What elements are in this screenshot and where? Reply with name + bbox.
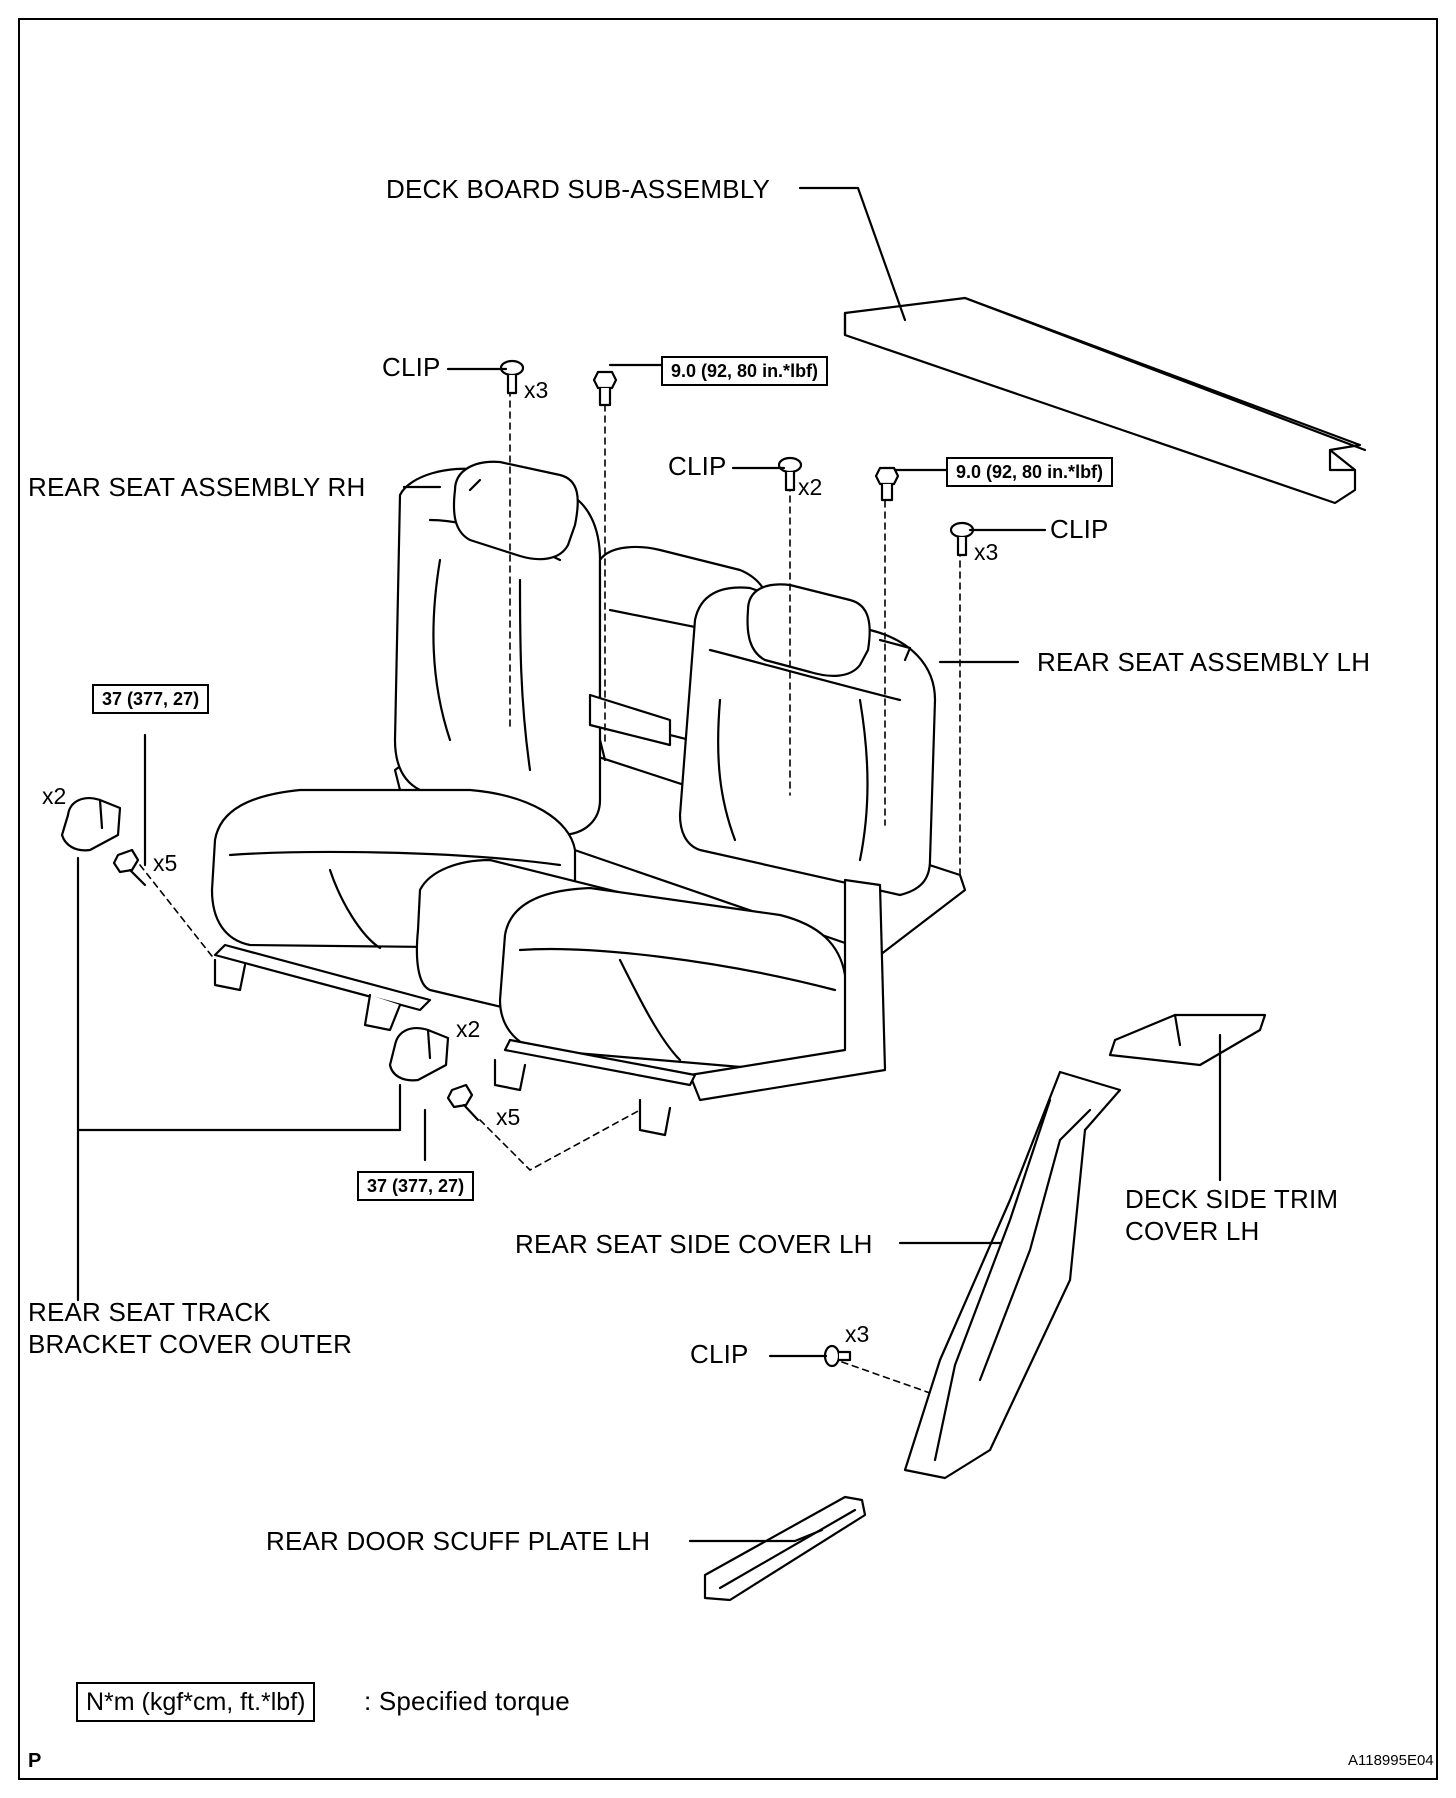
deck-side-trim-label: DECK SIDE TRIM COVER LH (1125, 1183, 1338, 1247)
rear-seat-lh-label: REAR SEAT ASSEMBLY LH (1037, 647, 1371, 677)
deck-side-trim-label-line1: DECK SIDE TRIM (1125, 1184, 1339, 1214)
corner-mark-left: P (28, 1750, 42, 1772)
torque-box-top-2: 9.0 (92, 80 in.*lbf) (946, 457, 1114, 487)
torque-box-track-2: 37 (377, 27) (357, 1171, 475, 1201)
track-cover-label: REAR SEAT TRACK BRACKET COVER OUTER (28, 1296, 352, 1360)
torque-box-track-1: 37 (377, 27) (92, 684, 210, 714)
deck-board-part (843, 296, 1367, 505)
cover-qty-1: x2 (42, 783, 67, 809)
clip-qty-1: x3 (524, 377, 549, 403)
track-bracket-cover-parts (60, 797, 450, 1082)
clip-qty-2: x2 (798, 474, 823, 500)
scuff-plate-label: REAR DOOR SCUFF PLATE LH (266, 1526, 651, 1556)
fastener-guide-lines (139, 389, 961, 1401)
bolt-fastener-icons (112, 370, 900, 1122)
diagram-frame (18, 18, 1438, 1780)
clip-qty-4: x3 (845, 1321, 870, 1347)
side-cover-label: REAR SEAT SIDE COVER LH (515, 1229, 873, 1259)
clip-label-2: CLIP (668, 451, 727, 481)
figure-id: A118995E04 (1348, 1752, 1434, 1769)
track-cover-label-line2: BRACKET COVER OUTER (28, 1329, 353, 1359)
track-cover-leaders (76, 733, 427, 1302)
deck-side-trim-label-line2: COVER LH (1125, 1216, 1260, 1246)
bolt-qty-1: x5 (153, 850, 178, 876)
torque-legend-box: N*m (kgf*cm, ft.*lbf) (76, 1682, 316, 1722)
deck-board-label: DECK BOARD SUB-ASSEMBLY (386, 174, 771, 204)
label-leader-lines (402, 363, 1047, 1543)
rear-seat-rh-label: REAR SEAT ASSEMBLY RH (28, 472, 366, 502)
clip-label-1: CLIP (382, 352, 441, 382)
torque-legend-text: : Specified torque (364, 1686, 570, 1716)
deck-board-leader (798, 186, 907, 322)
clip-label-3: CLIP (1050, 514, 1109, 544)
scuff-plate-part (703, 1495, 867, 1602)
rear-seat-lh-part (493, 583, 937, 1137)
cover-qty-2: x2 (456, 1016, 481, 1042)
bolt-qty-2: x5 (496, 1104, 521, 1130)
track-cover-label-line1: REAR SEAT TRACK (28, 1297, 271, 1327)
clip-qty-3: x3 (974, 539, 999, 565)
torque-box-top-1: 9.0 (92, 80 in.*lbf) (661, 356, 829, 386)
side-cover-part (903, 1070, 1122, 1480)
deck-side-trim-part (1108, 1013, 1267, 1067)
clip-label-4: CLIP (690, 1339, 749, 1369)
